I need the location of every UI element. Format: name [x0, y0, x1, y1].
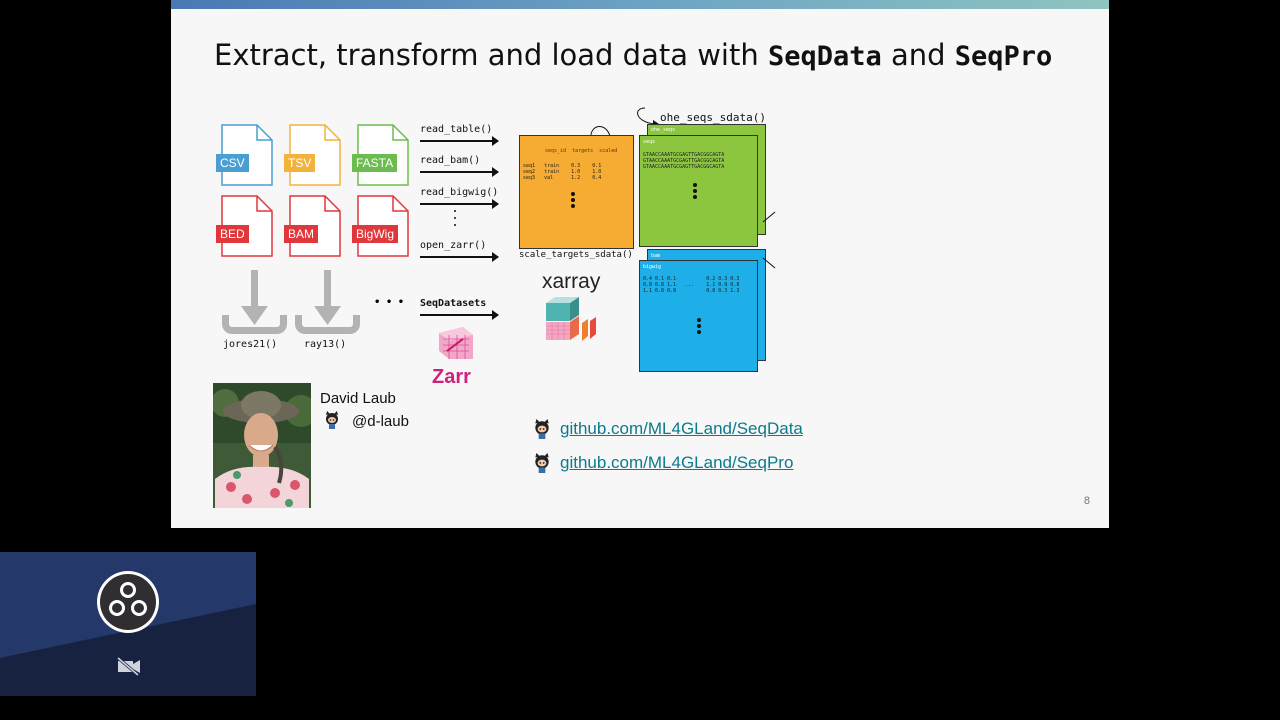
author-photo: [213, 383, 311, 508]
obs-logo-icon: [97, 571, 159, 633]
github-octocat-icon: [535, 419, 549, 439]
read-bigwig-arrow: [420, 199, 499, 209]
seqs-panel: seqs GTAACCAAATGCGAGTTGACGGCAGTA GTAACCA…: [639, 135, 758, 247]
presentation-slide: Extract, transform and load data with Se…: [171, 0, 1109, 528]
bigwig-panel-rows: 0.4 0.1 0.1 0.2 0.3 0.3 0.8 0.8 1.1 ... …: [643, 276, 740, 294]
download-tray-icons: [222, 270, 360, 334]
bed-badge: BED: [216, 225, 249, 243]
ohe-seqs-fn: ohe_seqs_sdata(): [660, 111, 766, 124]
bigwig-badge: BigWig: [352, 225, 399, 243]
title-and: and: [881, 38, 955, 72]
csv-file-icon: CSV: [216, 124, 273, 186]
read-bam-arrow: [420, 167, 499, 177]
tsv-badge: TSV: [284, 154, 316, 172]
ohe-seqs-tab: ohe_seqs: [651, 127, 676, 133]
seqpro-github-link[interactable]: github.com/ML4GLand/SeqPro: [560, 453, 794, 472]
github-octocat-icon: [535, 453, 549, 473]
author-name: David Laub: [320, 390, 396, 407]
targets-panel-dots: [571, 192, 575, 210]
read-table-arrow: [420, 136, 499, 146]
xarray-logo-icon: [546, 297, 596, 341]
slide-title: Extract, transform and load data with Se…: [214, 38, 1052, 72]
scale-targets-fn: scale_targets_sdata(): [519, 250, 633, 260]
seqdata-github-link[interactable]: github.com/ML4GLand/SeqData: [560, 419, 803, 438]
cropped-edge-lines: [762, 211, 776, 269]
targets-panel-rows: seq1 train 0.3 0.1 seq2 train 1.0 1.0 se…: [523, 163, 602, 181]
seqdatasets-label: SeqDatasets: [420, 298, 487, 309]
bigwig-panel: bigwig 0.4 0.1 0.1 0.2 0.3 0.3 0.8 0.8 1…: [639, 260, 758, 372]
bigwig-panel-header: bigwig: [643, 264, 662, 270]
fasta-badge: FASTA: [352, 154, 398, 172]
bed-file-icon: BED: [216, 195, 273, 257]
camera-off-icon: [117, 656, 140, 676]
vertical-ellipsis: [454, 210, 458, 228]
bam-panel-tab: bam: [651, 253, 661, 259]
bam-badge: BAM: [284, 225, 319, 243]
xarray-logo-text: xarray: [542, 270, 601, 293]
targets-panel-header: seqs_id targets scaled: [545, 148, 618, 154]
read-bam-fn: read_bam(): [420, 155, 481, 166]
tsv-file-icon: TSV: [284, 124, 341, 186]
seqs-panel-header: seqs: [643, 139, 656, 145]
seqs-panel-dots: [693, 183, 697, 201]
bigwig-panel-dots: [697, 318, 701, 336]
title-prefix: Extract, transform and load data with: [214, 38, 768, 72]
horizontal-ellipsis: • • •: [374, 297, 406, 308]
open-zarr-arrow: [420, 252, 499, 262]
seqdatasets-arrow: [420, 310, 499, 320]
zarr-logo-text: Zarr: [432, 366, 471, 388]
page-number: 8: [1083, 495, 1090, 507]
zarr-logo-icon: [439, 327, 473, 359]
bam-file-icon: BAM: [284, 195, 341, 257]
seqs-panel-rows: GTAACCAAATGCGAGTTGACGGCAGTA GTAACCAAATGC…: [643, 152, 725, 170]
author-handle[interactable]: @d-laub: [352, 413, 409, 430]
title-seqpro: SeqPro: [954, 41, 1053, 72]
camera-placeholder: [0, 552, 256, 696]
open-zarr-fn: open_zarr(): [420, 240, 487, 251]
ray13-fn: ray13(): [304, 339, 347, 350]
targets-panel: seqs_id targets scaled seq1 train 0.3 0.…: [519, 135, 634, 249]
read-bigwig-fn: read_bigwig(): [420, 187, 499, 198]
jores21-fn: jores21(): [223, 339, 278, 350]
slide-top-accent-bar: [171, 0, 1109, 9]
read-table-fn: read_table(): [420, 124, 493, 135]
title-seqdata: SeqData: [767, 41, 882, 72]
bigwig-file-icon: BigWig: [352, 195, 409, 257]
csv-badge: CSV: [216, 154, 249, 172]
github-octocat-icon: [326, 411, 338, 429]
fasta-file-icon: FASTA: [352, 124, 409, 186]
